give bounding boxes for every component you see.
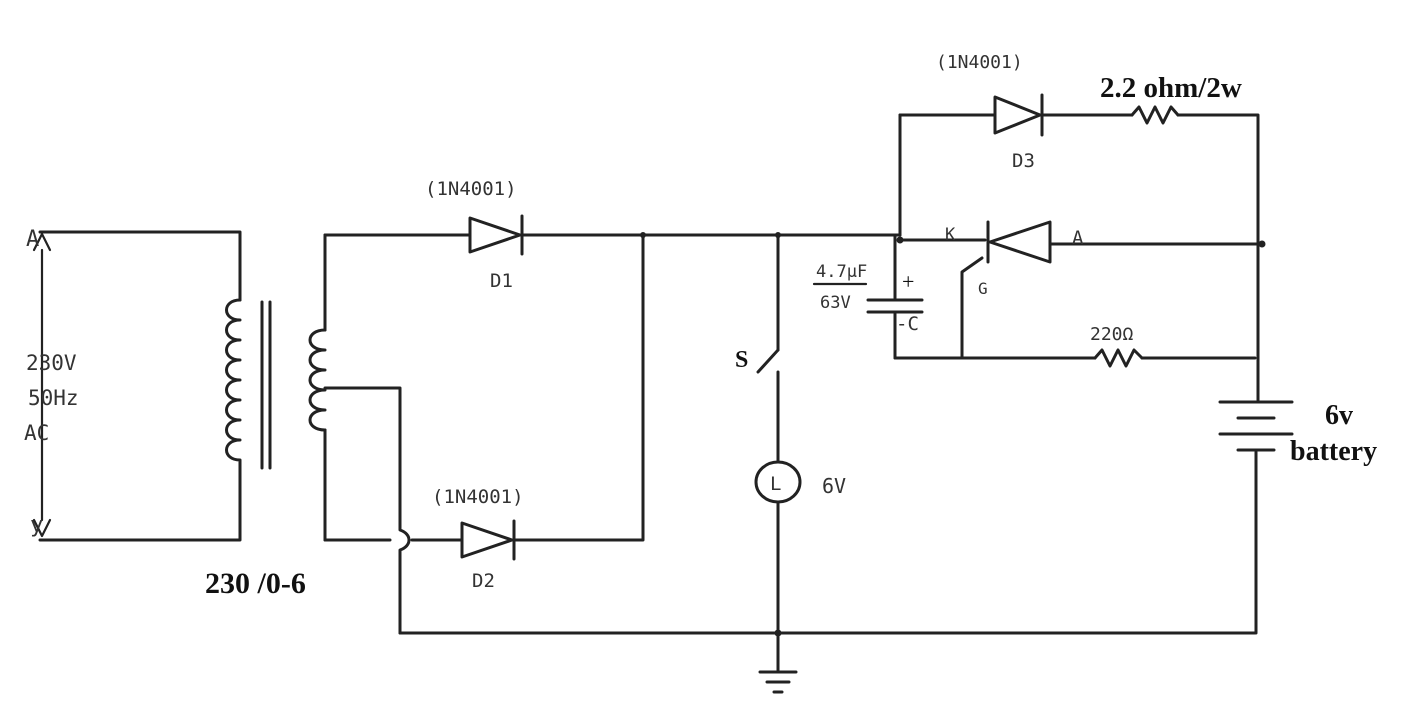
center-tap-wire bbox=[323, 386, 411, 635]
switch-s: S bbox=[735, 233, 780, 464]
battery-voltage-label: 6v bbox=[1325, 400, 1353, 431]
battery-label: battery bbox=[1290, 436, 1377, 467]
capacitor-voltage-label: 63V bbox=[820, 293, 851, 313]
ground bbox=[398, 629, 1257, 694]
source-top-terminal-label: A bbox=[26, 227, 39, 252]
series-resistor-label: 2.2 ohm/2w bbox=[1100, 72, 1242, 104]
scr-anode-label: A bbox=[1072, 227, 1084, 249]
battery: 6v battery bbox=[1218, 400, 1377, 635]
d1-name-label: D1 bbox=[490, 270, 513, 292]
d3-part-label: (1N4001) bbox=[936, 52, 1023, 73]
capacitor-value-label: 4.7µF bbox=[816, 262, 867, 282]
secondary-winding bbox=[308, 328, 327, 432]
capacitor-plus-label: + bbox=[902, 269, 914, 294]
lamp: L 6V bbox=[754, 460, 846, 635]
gate-resistor-label: 220Ω bbox=[1090, 324, 1134, 345]
source-voltage-label: 230V bbox=[26, 351, 77, 375]
diode-d1: (1N4001) D1 bbox=[323, 178, 902, 292]
lamp-voltage-label: 6V bbox=[822, 474, 846, 498]
scr-gate-label: G bbox=[978, 279, 988, 298]
switch-label: S bbox=[735, 347, 748, 373]
diode-d3-branch: (1N4001) D3 2.2 ohm/2w bbox=[898, 52, 1260, 402]
source-frequency-label: 50Hz bbox=[28, 386, 79, 410]
d2-part-label: (1N4001) bbox=[432, 486, 524, 508]
diode-d2: (1N4001) D2 bbox=[323, 233, 645, 592]
lamp-symbol-label: L bbox=[770, 473, 781, 495]
source-bottom-terminal-label: y bbox=[30, 513, 43, 538]
capacitor-minus-label: -C bbox=[896, 313, 919, 335]
gate-resistor: 220Ω bbox=[893, 324, 1257, 368]
source-type-label: AC bbox=[24, 421, 49, 445]
primary-winding bbox=[225, 298, 242, 472]
transformer: 230 /0-6 bbox=[205, 233, 327, 600]
d3-name-label: D3 bbox=[1012, 150, 1035, 172]
scr: K A G bbox=[896, 113, 1266, 360]
capacitor: 4.7µF 63V + -C bbox=[812, 233, 924, 360]
transformer-rating-label: 230 /0-6 bbox=[205, 567, 306, 600]
ac-source: A y 230V 50Hz AC bbox=[24, 227, 242, 542]
scr-cathode-label: K bbox=[945, 225, 956, 245]
d2-name-label: D2 bbox=[472, 570, 495, 592]
d1-part-label: (1N4001) bbox=[425, 178, 517, 200]
